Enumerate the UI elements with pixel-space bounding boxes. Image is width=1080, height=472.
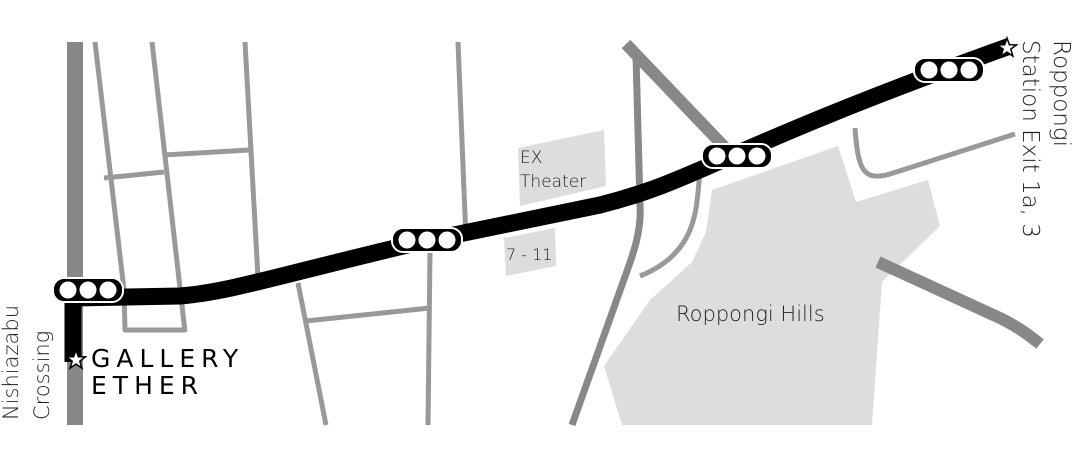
ex-theater-label: EX Theater: [520, 146, 586, 194]
traffic-light-lamp: [960, 61, 978, 79]
seven-eleven-label: 7 - 11: [506, 245, 553, 264]
origin-line-1: Nishiazabu: [0, 304, 23, 420]
traffic-light-lamp: [99, 281, 117, 299]
walking-route: [64, 37, 1013, 362]
minor-roads: [92, 41, 1016, 426]
origin-line-2: Crossing: [30, 330, 54, 420]
ex-theater-building: [518, 130, 606, 206]
origin-crossing-label: Nishiazabu Crossing: [0, 305, 58, 420]
ex-theater-line-1: EX: [520, 148, 543, 168]
traffic-light-lamp: [708, 147, 726, 165]
traffic-light-lamp: [438, 231, 456, 249]
traffic-light-icon: [391, 227, 463, 253]
station-line-2: Station Exit 1a, 3: [1017, 40, 1043, 238]
roppongi-hills-area: [604, 146, 940, 425]
traffic-light-icon: [701, 143, 773, 169]
star-icon: [995, 35, 1019, 58]
gallery-label: GALLERY ETHER: [91, 345, 244, 399]
traffic-light-icon: [52, 277, 124, 303]
traffic-light-lamp: [748, 147, 766, 165]
ex-theater-line-2: Theater: [520, 172, 587, 192]
station-label: Roppongi Station Exit 1a, 3: [1014, 40, 1076, 238]
gallery-line-2: ETHER: [91, 371, 205, 400]
star-icon: [64, 347, 88, 370]
traffic-light-lamp: [728, 147, 746, 165]
station-line-1: Roppongi: [1048, 40, 1074, 148]
traffic-light-lamp: [920, 61, 938, 79]
traffic-light-lamp: [79, 281, 97, 299]
traffic-light-lamp: [418, 231, 436, 249]
gallery-line-1: GALLERY: [91, 344, 245, 373]
traffic-light-lamp: [398, 231, 416, 249]
roppongi-hills-label: Roppongi Hills: [676, 302, 825, 326]
traffic-light-lamp: [940, 61, 958, 79]
traffic-light-lamp: [59, 281, 77, 299]
traffic-light-icon: [913, 57, 985, 83]
seven-eleven-building: [504, 228, 556, 276]
